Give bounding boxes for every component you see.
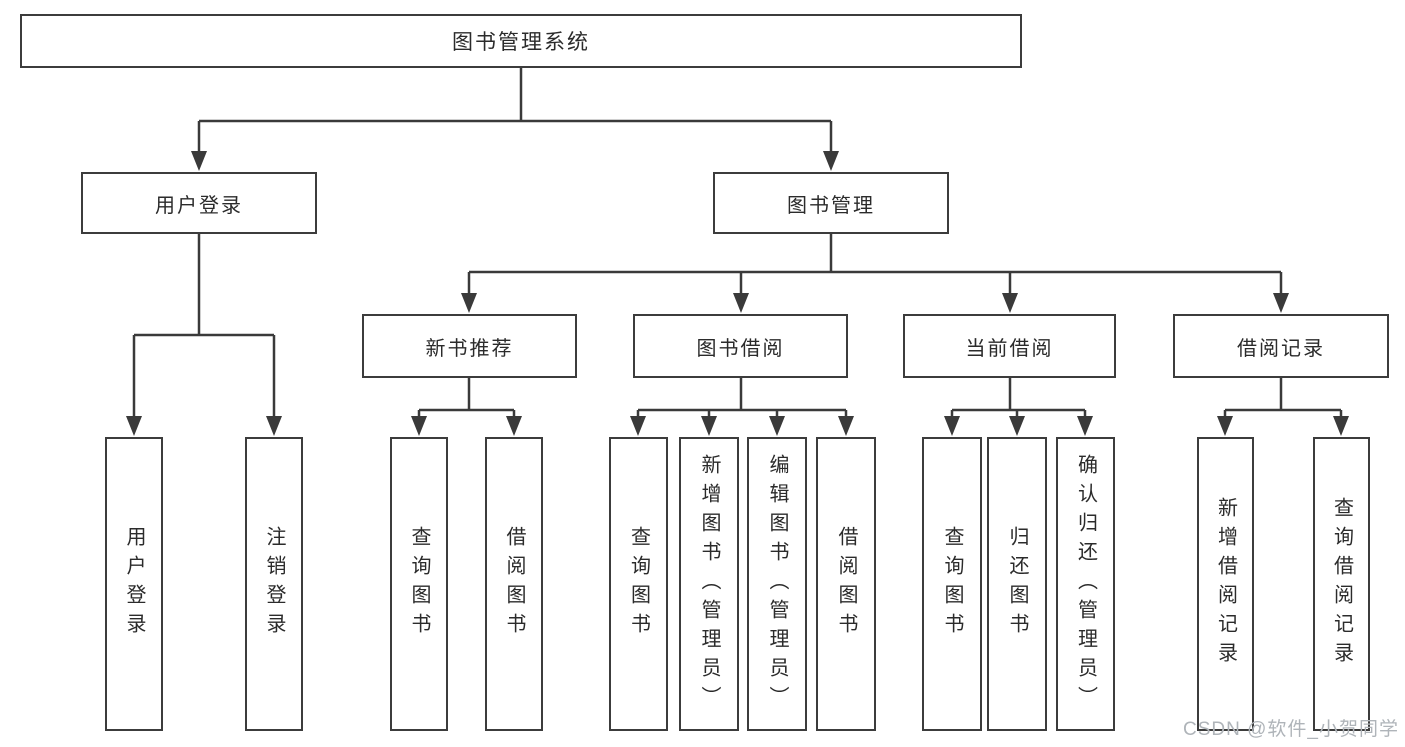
leaf-borrow-books-borrowing-label: 借阅图书 (835, 526, 857, 642)
node-user-login-label: 用户登录 (155, 194, 243, 217)
node-book-borrowing: 图书借阅 (633, 314, 848, 378)
node-borrowing-records-label: 借阅记录 (1237, 337, 1325, 360)
node-current-borrowing: 当前借阅 (903, 314, 1116, 378)
leaf-add-books-admin: 新增图书（管理员） (679, 437, 739, 731)
leaf-add-borrow-record: 新增借阅记录 (1197, 437, 1254, 731)
node-new-book-recommend: 新书推荐 (362, 314, 577, 378)
watermark-text: CSDN @软件_小贺同学 (1183, 719, 1399, 740)
leaf-confirm-return-admin: 确认归还（管理员） (1056, 437, 1115, 731)
node-root-label: 图书管理系统 (452, 31, 590, 54)
leaf-return-books: 归还图书 (987, 437, 1047, 731)
leaf-logout-login-label: 注销登录 (263, 526, 285, 642)
leaf-edit-books-admin: 编辑图书（管理员） (747, 437, 807, 731)
leaf-query-books-current: 查询图书 (922, 437, 982, 731)
leaf-return-books-label: 归还图书 (1006, 526, 1028, 642)
leaf-add-books-admin-label: 新增图书（管理员） (698, 453, 720, 715)
leaf-query-books-current-label: 查询图书 (941, 526, 963, 642)
node-user-login: 用户登录 (81, 172, 317, 234)
leaf-user-login: 用户登录 (105, 437, 163, 731)
leaf-query-borrow-record: 查询借阅记录 (1313, 437, 1370, 731)
leaf-query-borrow-record-label: 查询借阅记录 (1330, 497, 1353, 671)
node-new-book-recommend-label: 新书推荐 (425, 337, 514, 360)
leaf-borrow-books-borrowing: 借阅图书 (816, 437, 876, 731)
leaf-query-books-borrowing-label: 查询图书 (627, 526, 650, 642)
leaf-add-borrow-record-label: 新增借阅记录 (1214, 497, 1237, 671)
leaf-confirm-return-admin-label: 确认归还（管理员） (1074, 453, 1097, 715)
leaf-borrow-books-recommend-label: 借阅图书 (503, 526, 525, 642)
node-book-management-label: 图书管理 (787, 194, 875, 217)
leaf-logout-login: 注销登录 (245, 437, 303, 731)
leaf-borrow-books-recommend: 借阅图书 (485, 437, 543, 731)
leaf-user-login-label: 用户登录 (123, 526, 145, 642)
leaf-edit-books-admin-label: 编辑图书（管理员） (766, 453, 788, 715)
node-borrowing-records: 借阅记录 (1173, 314, 1389, 378)
node-root: 图书管理系统 (20, 14, 1022, 68)
node-book-management: 图书管理 (713, 172, 949, 234)
leaf-query-books-recommend-label: 查询图书 (408, 526, 430, 642)
leaf-query-books-recommend: 查询图书 (390, 437, 448, 731)
node-book-borrowing-label: 图书借阅 (696, 337, 785, 360)
leaf-query-books-borrowing: 查询图书 (609, 437, 668, 731)
node-current-borrowing-label: 当前借阅 (965, 337, 1054, 360)
